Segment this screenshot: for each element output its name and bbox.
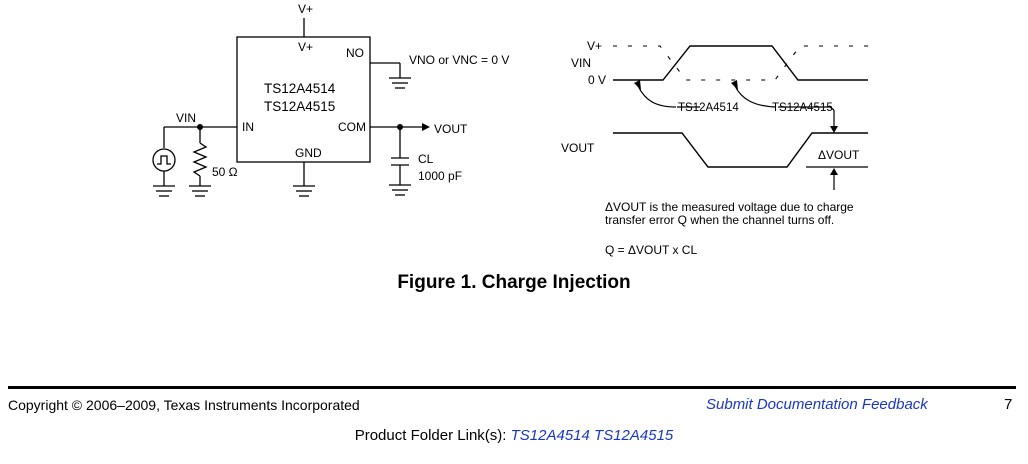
charge-formula: Q = ΔVOUT x CL [605, 243, 697, 257]
vplus-pin-label: V+ [298, 40, 313, 54]
page-number: 7 [1004, 396, 1013, 413]
figure-caption: Figure 1. Charge Injection [397, 272, 631, 293]
vin-waveform-4514 [613, 45, 868, 81]
part-name-2: TS12A4515 [264, 99, 335, 114]
product-link-ts12a4514[interactable]: TS12A4514 [510, 427, 590, 444]
vin-label: VIN [176, 111, 196, 125]
vin-waveform-4515 [613, 45, 868, 81]
gnd-pin-label: GND [295, 146, 322, 160]
in-pin-label: IN [242, 120, 254, 134]
vplus-top-label: V+ [298, 2, 313, 16]
copyright-text: Copyright © 2006–2009, Texas Instruments… [8, 397, 360, 413]
no-pin-label: NO [346, 46, 364, 60]
vno-label: VNO or VNC = 0 V [409, 53, 509, 67]
vout-waveform [613, 132, 868, 168]
wave-vin-label: VIN [571, 56, 591, 70]
footer-divider [8, 386, 1016, 389]
vout-label: VOUT [434, 122, 468, 136]
wave-vplus-label: V+ [587, 39, 602, 53]
note-line-1: ΔVOUT is the measured voltage due to cha… [605, 200, 854, 214]
wave-vout-label: VOUT [561, 141, 595, 155]
com-pin-label: COM [338, 120, 366, 134]
product-folder-links: Product Folder Link(s): TS12A4514 TS12A4… [0, 427, 1028, 444]
part-name-1: TS12A4514 [264, 81, 336, 96]
callout-4514: TS12A4514 [678, 102, 739, 114]
wave-zero-label: 0 V [588, 73, 606, 87]
cap-value: 1000 pF [418, 169, 462, 183]
note-line-2: transfer error Q when the channel turns … [605, 213, 834, 227]
delta-vout-label: ΔVOUT [818, 148, 860, 162]
callout-4515: TS12A4515 [772, 102, 833, 114]
resistor-label: 50 Ω [212, 165, 238, 179]
charge-injection-figure: V+ V+ NO TS12A4514 TS12A4515 IN COM GND … [152, 2, 868, 257]
product-folder-prefix: Product Folder Link(s): [354, 427, 507, 444]
submit-feedback-link[interactable]: Submit Documentation Feedback [706, 396, 928, 413]
cap-label: CL [418, 152, 434, 166]
product-link-ts12a4515[interactable]: TS12A4515 [594, 427, 674, 444]
